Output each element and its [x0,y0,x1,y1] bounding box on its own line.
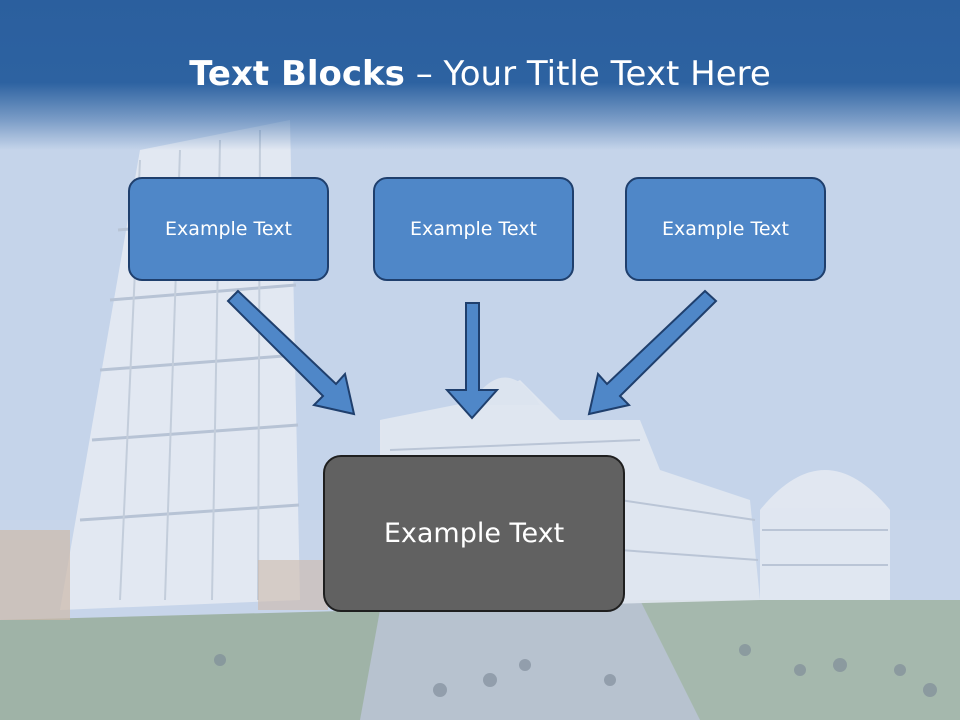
text-block-1-label: Example Text [165,218,292,240]
text-block-2-label: Example Text [410,218,537,240]
text-block-2[interactable]: Example Text [373,177,574,281]
main-text-block-label: Example Text [383,518,565,549]
slide-title: Text Blocks – Your Title Text Here [0,52,960,96]
baptistery-illustration [760,470,890,600]
arrow-center [444,302,500,420]
arrow-right [587,289,718,416]
slide-header [0,0,960,150]
title-rest: – Your Title Text Here [404,54,771,94]
title-bold: Text Blocks [189,54,405,94]
arrow-left [226,289,356,416]
main-text-block[interactable]: Example Text [323,455,625,612]
text-block-3[interactable]: Example Text [625,177,826,281]
text-block-1[interactable]: Example Text [128,177,329,281]
text-block-3-label: Example Text [662,218,789,240]
